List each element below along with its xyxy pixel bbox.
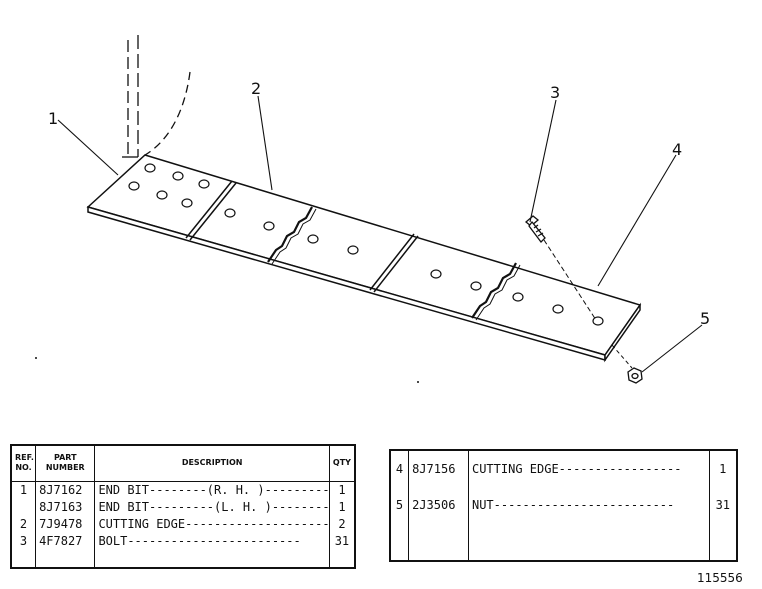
cutting-edge-assembly — [86, 154, 642, 363]
speck — [417, 381, 419, 383]
callout-2: 2 — [251, 79, 261, 98]
bolt — [524, 215, 597, 321]
nut — [611, 344, 643, 384]
table-row: 2 7J9478 CUTTING EDGE-------------------… — [10, 515, 356, 533]
qty-cell: 2 — [328, 515, 356, 533]
qty-cell: 31 — [708, 487, 738, 524]
assembly-top-face — [86, 154, 642, 356]
callout-1: 1 — [48, 109, 58, 128]
header-part-number: PART NUMBER — [35, 445, 96, 482]
part-number-cell: 4F7827 — [35, 532, 96, 550]
ref-cell: 2 — [10, 515, 37, 533]
description-cell: END BIT--------(R. H. )----------- — [94, 481, 330, 499]
ref-cell: 3 — [10, 532, 37, 550]
part-number-cell: 8J7162 — [35, 481, 96, 499]
part-number-cell: 8J7163 — [35, 498, 96, 516]
header-ref-no: REF. NO. — [10, 445, 37, 482]
description-cell: BOLT------------------------ — [94, 532, 330, 550]
description-cell: END BIT---------(L. H. )---------- — [94, 498, 330, 516]
exploded-parts-diagram: 1 2 3 4 5 — [35, 35, 710, 384]
table-row: 5 2J3506 NUT------------------------- 31 — [389, 487, 738, 524]
qty-cell: 31 — [328, 532, 356, 550]
ref-cell — [10, 498, 37, 516]
figure-number: 115556 — [697, 571, 743, 585]
parts-table-right: 4 8J7156 CUTTING EDGE----------------- 1… — [389, 449, 738, 562]
table-header-row: REF. NO. PART NUMBER DESCRIPTION QTY — [10, 445, 356, 482]
moldboard-outline — [122, 35, 191, 158]
table-row: 4 8J7156 CUTTING EDGE----------------- 1 — [389, 450, 738, 488]
ref-cell: 1 — [10, 481, 37, 499]
header-qty: QTY — [328, 445, 356, 482]
part-number-cell: 8J7156 — [408, 450, 469, 488]
description-cell: CUTTING EDGE----------------- — [467, 450, 710, 488]
leader-lines — [57, 95, 703, 373]
table-row: 3 4F7827 BOLT------------------------ 31 — [10, 532, 356, 550]
table-row: 1 8J7162 END BIT--------(R. H. )--------… — [10, 481, 356, 499]
speck — [35, 357, 37, 359]
description-cell: CUTTING EDGE-------------------- — [94, 515, 330, 533]
table-row: 8J7163 END BIT---------(L. H. )---------… — [10, 498, 356, 516]
part-number-cell: 2J3506 — [408, 487, 469, 524]
parts-table-left: REF. NO. PART NUMBER DESCRIPTION QTY 1 8… — [10, 444, 356, 569]
callout-3: 3 — [550, 83, 560, 102]
qty-cell: 1 — [328, 498, 356, 516]
table-filler-row — [389, 523, 738, 561]
ref-cell: 4 — [389, 450, 410, 488]
part-number-cell: 7J9478 — [35, 515, 96, 533]
description-cell: NUT------------------------- — [467, 487, 710, 524]
header-description: DESCRIPTION — [94, 445, 330, 482]
callout-4: 4 — [672, 140, 682, 159]
qty-cell: 1 — [328, 481, 356, 499]
ref-cell: 5 — [389, 487, 410, 524]
bolt-holes — [128, 163, 604, 326]
qty-cell: 1 — [708, 450, 738, 488]
section-joints — [185, 180, 521, 321]
callout-5: 5 — [700, 309, 710, 328]
table-filler-row — [10, 549, 356, 568]
